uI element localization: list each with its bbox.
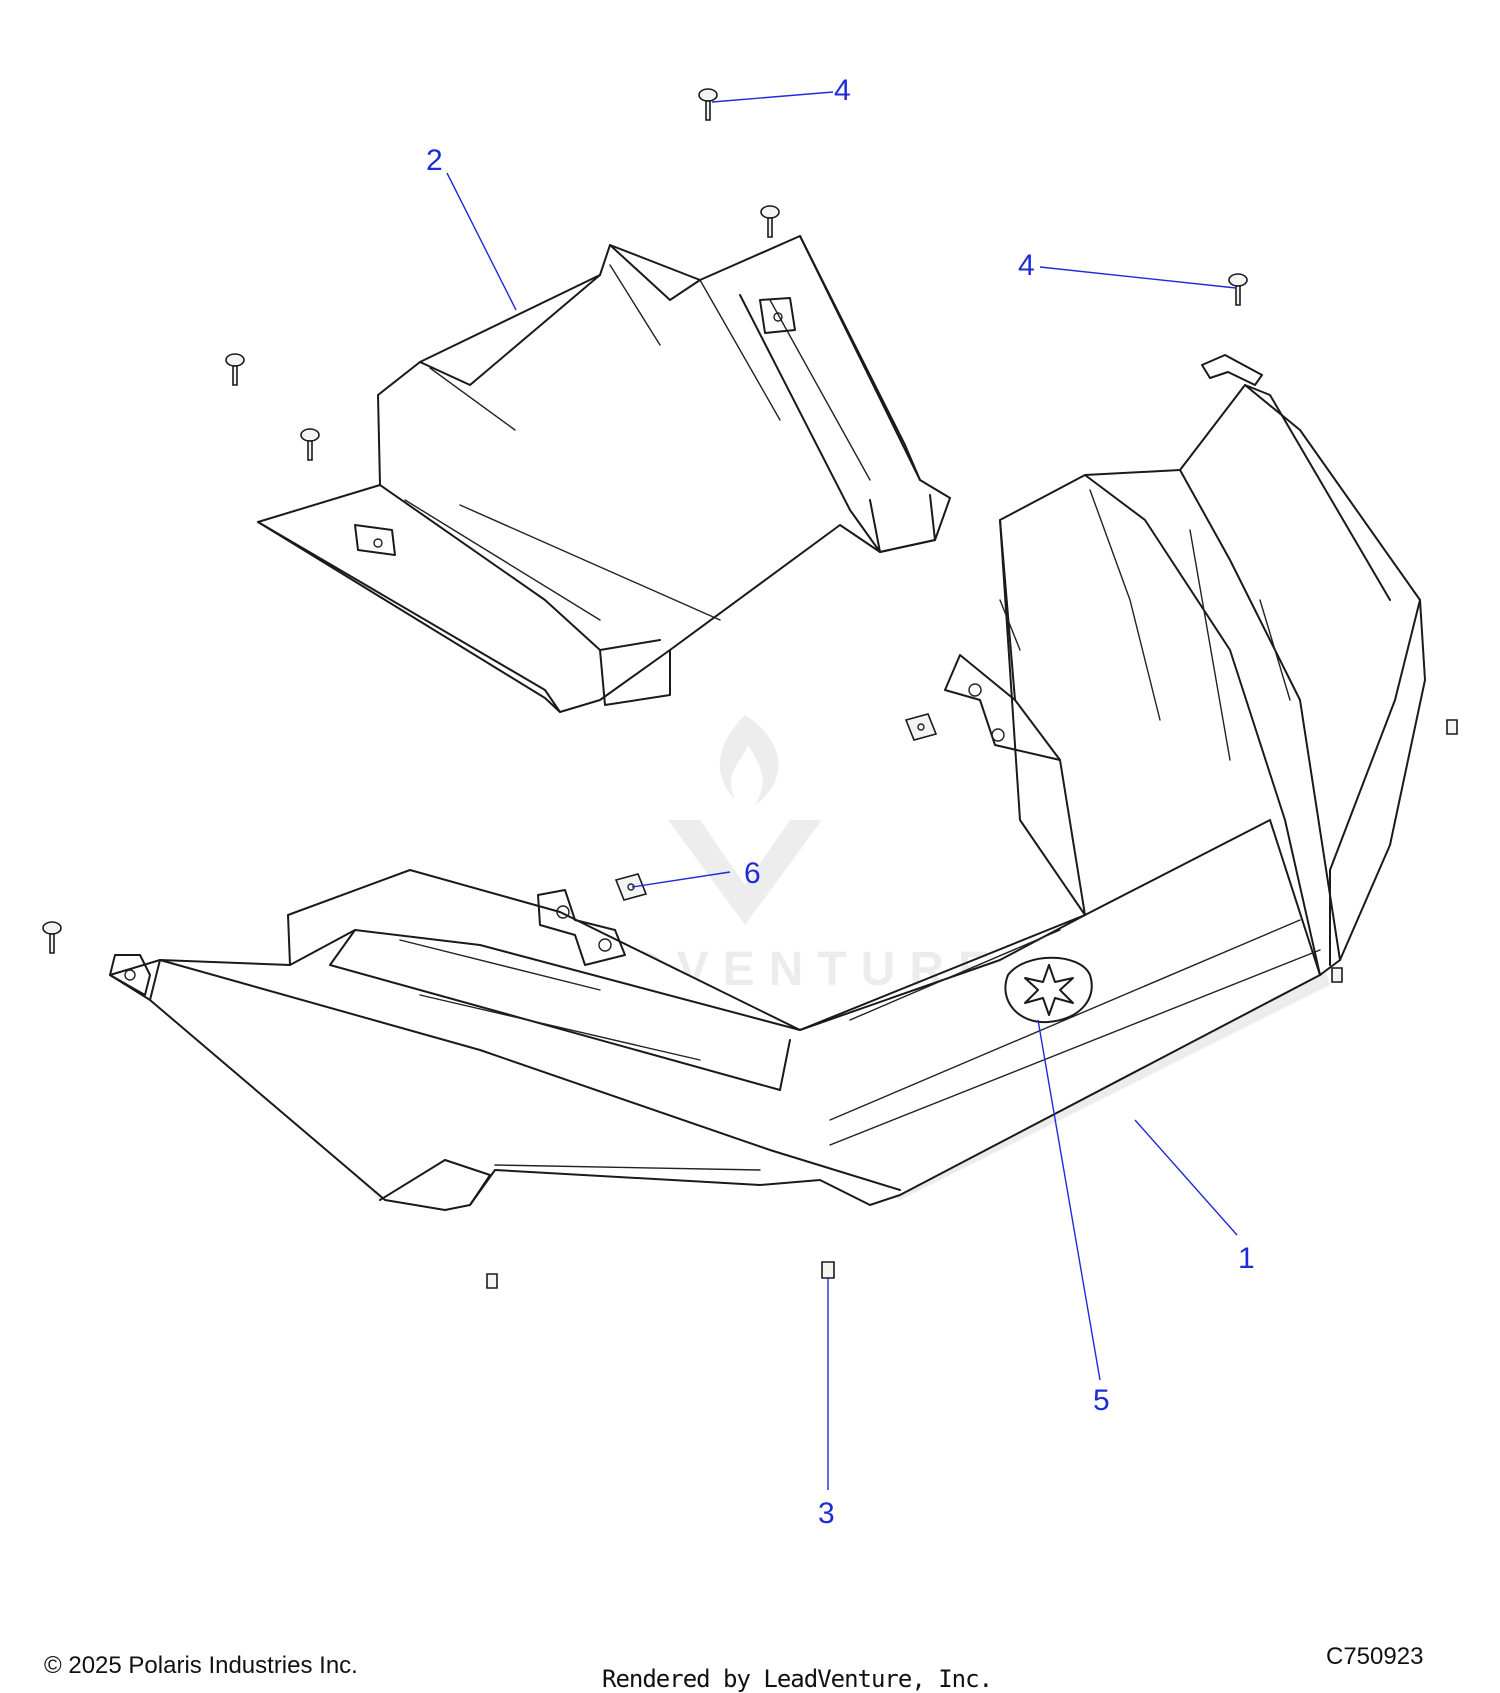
screw-icon: [225, 353, 245, 386]
screw-icon: [760, 205, 780, 238]
screw-icon: [300, 428, 320, 461]
callout-1: 1: [1238, 1242, 1255, 1275]
callout-2: 2: [426, 144, 443, 177]
speed-nut-icon: [904, 713, 938, 741]
leader-5: [1037, 1019, 1101, 1381]
speed-nut-icon: [1446, 719, 1458, 735]
leader-4b: [1039, 266, 1237, 289]
nut-fasteners: [486, 713, 1458, 1289]
callout-6: 6: [744, 857, 761, 890]
screw-icon: [698, 88, 718, 121]
leader-1: [1134, 1119, 1238, 1236]
screw-icon: [42, 921, 62, 954]
callout-4b: 4: [1018, 249, 1035, 282]
front-cab-part-1: [109, 354, 1426, 1211]
speed-nut-icon: [821, 1261, 835, 1279]
screw-fasteners: [42, 88, 1248, 954]
callout-4a: 4: [834, 74, 851, 107]
callout-5: 5: [1093, 1384, 1110, 1417]
diagram-code: C750923: [1326, 1643, 1424, 1670]
upper-panel-part-2: [257, 235, 951, 713]
screw-icon: [1228, 273, 1248, 306]
speed-nut-icon: [486, 1273, 498, 1289]
speed-nut-icon: [614, 873, 648, 901]
callout-3: 3: [818, 1497, 835, 1530]
leader-lines: [446, 91, 1238, 1490]
speed-nut-icon: [1331, 967, 1343, 983]
leader-4a: [711, 91, 834, 103]
callout-labels: 1 2 3 4 4 5 6: [426, 74, 1255, 1530]
emblem-part-5: [1004, 956, 1093, 1024]
leader-2: [446, 172, 517, 311]
copyright-notice: © 2025 Polaris Industries Inc.: [44, 1652, 358, 1679]
rendered-by-credit: Rendered by LeadVenture, Inc.: [602, 1665, 993, 1693]
leader-6: [631, 871, 731, 888]
